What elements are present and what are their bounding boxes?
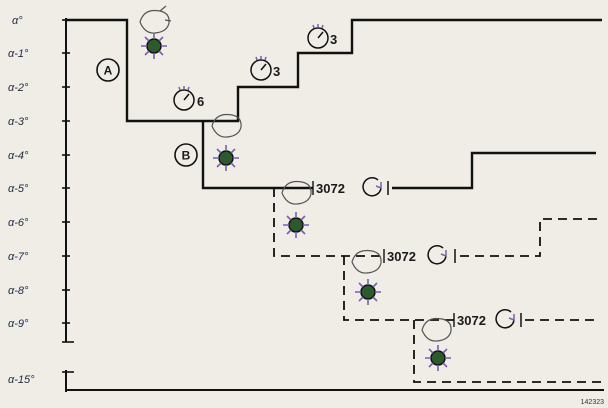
axis-label-4: α-4°: [8, 150, 29, 162]
cycle-icon: [428, 246, 455, 264]
hand-icon: [212, 114, 241, 137]
reactor-a-annotation: 3072: [313, 178, 388, 196]
axis-labels: α° α-1° α-2° α-3° α-4° α-5° α-6° α-7° α-…: [8, 15, 35, 386]
axis-label-1: α-1°: [8, 48, 29, 60]
timer-3-lower-label: 3: [273, 64, 280, 79]
label-b: B: [175, 144, 197, 166]
hand-icon: [282, 181, 311, 204]
axis-label-10: α-15°: [8, 374, 35, 386]
axis-label-0: α°: [12, 15, 23, 27]
hand-icon: [352, 250, 381, 273]
hand-icon: [422, 318, 451, 341]
reactor-a-label: 3072: [316, 181, 345, 196]
burst-icon: [213, 145, 239, 171]
axis-label-7: α-7°: [8, 251, 29, 263]
dashed-branch-2-line: [344, 256, 454, 320]
label-a: A: [97, 59, 119, 81]
axis-label-6: α-6°: [8, 217, 29, 229]
stopwatch-icon: [251, 56, 271, 80]
figure-id: 142323: [581, 399, 604, 406]
burst-icon: [283, 212, 309, 238]
axis-label-5: α-5°: [8, 183, 29, 195]
cycle-icon: [496, 310, 521, 328]
axis-label-2: α-2°: [8, 82, 29, 94]
dashed-branch-1-recovery-line: [460, 219, 600, 256]
timer-6-label: 6: [197, 94, 204, 109]
burst-icon: [425, 345, 451, 371]
reactor-b-label: 3072: [387, 249, 416, 264]
timer-3-upper-label: 3: [330, 32, 337, 47]
axis-label-3: α-3°: [8, 116, 29, 128]
reactor-c-label: 3072: [457, 313, 486, 328]
axis-ticks: [62, 20, 74, 372]
axis-label-9: α-9°: [8, 318, 29, 330]
axis-label-8: α-8°: [8, 285, 29, 297]
hand-icon: [140, 6, 171, 33]
label-a-text: A: [104, 64, 113, 78]
reactor-c-annotation: 3072: [454, 310, 521, 328]
stopwatch-icon: [174, 86, 194, 110]
cycle-icon: [363, 178, 388, 196]
dashed-branch-3-line: [414, 320, 602, 382]
path-b-recovery-line: [392, 153, 596, 188]
reactor-b-annotation: 3072: [384, 246, 455, 264]
stopwatch-icon: [308, 24, 328, 48]
burst-icon: [141, 33, 167, 59]
burst-icon: [355, 279, 381, 305]
label-b-text: B: [182, 149, 191, 163]
